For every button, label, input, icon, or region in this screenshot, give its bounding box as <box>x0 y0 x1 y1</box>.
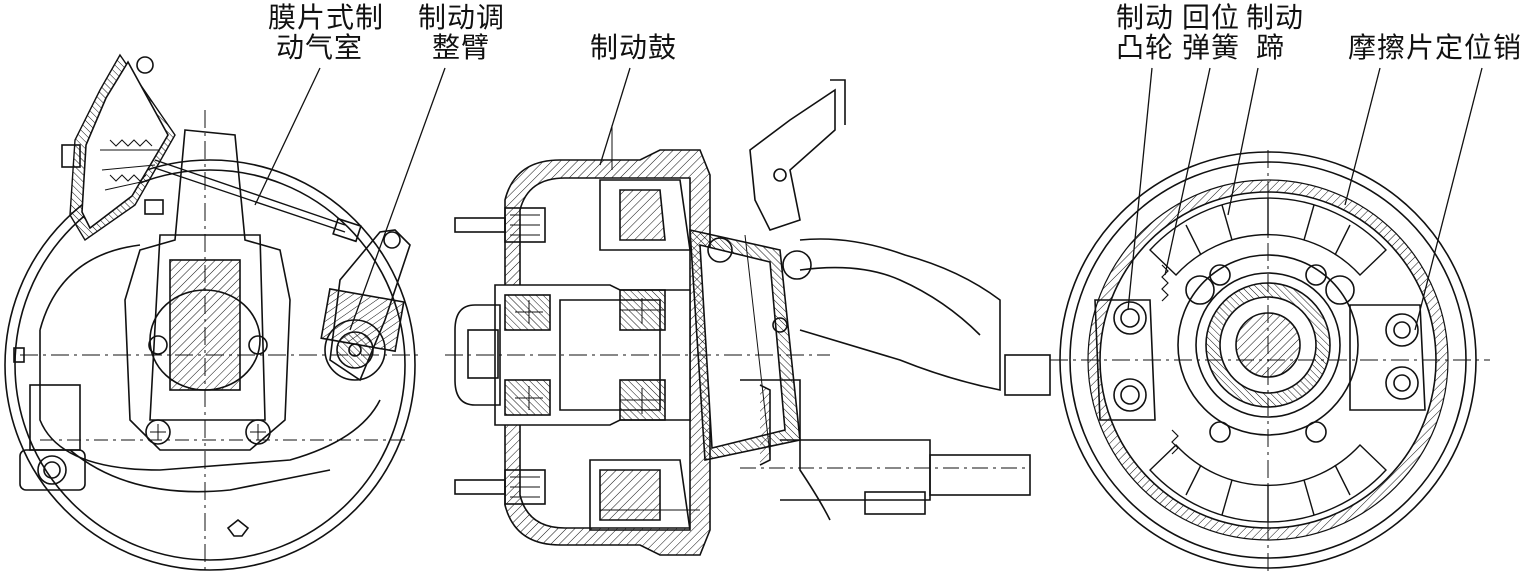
label-diaphragm-chamber-line2: 动气室 <box>276 31 364 64</box>
backing-plate-inner <box>14 169 406 561</box>
diaphragm-brake-chamber <box>61 53 176 242</box>
label-return-spring-line2: 弹簧 <box>1182 31 1241 64</box>
label-adjuster-arm-line2: 整臂 <box>432 31 491 64</box>
leader-adjuster-arm <box>349 67 446 331</box>
slack-adjuster-arm <box>320 229 411 382</box>
king-pin <box>169 259 241 391</box>
steering-arm <box>799 238 1001 391</box>
leader-brake-drum <box>599 67 631 166</box>
hub-cap <box>454 304 501 406</box>
middle-section-view <box>445 79 1051 556</box>
label-brake-cam-line1: 制动 <box>1116 1 1175 34</box>
leader-lining-pin-2 <box>1414 67 1483 331</box>
backing-plate-outer <box>4 159 416 571</box>
wheel-stud-top <box>454 207 546 243</box>
label-brake-shoe-line2: 蹄 <box>1256 31 1286 64</box>
brake-shoe-linings <box>1149 197 1387 523</box>
leader-brake-shoe <box>1227 67 1259 216</box>
label-brake-shoe-line1: 制动 <box>1246 1 1305 34</box>
leader-return-spring <box>1164 67 1211 276</box>
left-view <box>4 53 420 575</box>
label-diaphragm-chamber-line1: 膜片式制 <box>268 1 385 34</box>
label-brake-cam-line2: 凸轮 <box>1116 31 1175 64</box>
wheel-stud-bottom <box>454 469 546 505</box>
lining-locating-pins <box>1349 304 1426 411</box>
leader-lining-pin-1 <box>1344 67 1381 206</box>
return-spring <box>1161 264 1179 455</box>
label-adjuster-arm-line1: 制动调 <box>418 1 506 34</box>
label-lining-pin: 摩擦片定位销 <box>1348 31 1523 64</box>
right-view <box>1050 150 1490 575</box>
label-return-spring-line1: 回位 <box>1182 1 1241 34</box>
leader-diaphragm-chamber <box>254 67 321 206</box>
steering-knuckle <box>124 129 291 451</box>
leader-lines <box>254 67 1483 331</box>
leader-brake-cam <box>1127 67 1153 311</box>
label-brake-drum: 制动鼓 <box>590 31 678 64</box>
brake-cam <box>1094 299 1156 421</box>
